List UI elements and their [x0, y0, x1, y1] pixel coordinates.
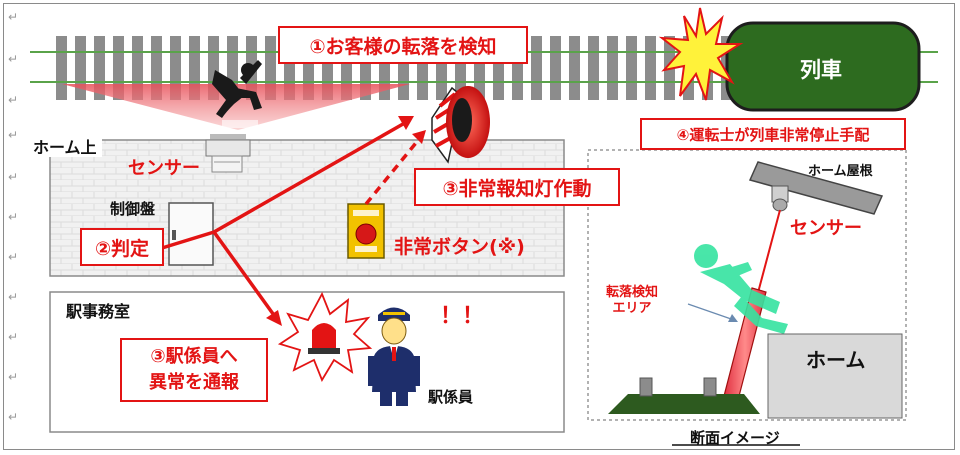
track-sleeper — [151, 36, 162, 100]
control-panel-label: 制御盤 — [110, 200, 156, 218]
callout-step3-staff-line2: 異常を通報 — [149, 372, 239, 393]
track-sleeper — [398, 36, 409, 100]
paragraph-marks: ↵↵↵ ↵↵↵ ↵↵↵ ↵↵ — [8, 10, 19, 424]
falling-person-icon — [212, 60, 262, 118]
arrow-to-office — [212, 230, 278, 320]
track-sleeper — [303, 36, 314, 100]
roof-sensor-icon — [771, 185, 789, 212]
ballast — [608, 394, 760, 414]
track-sleeper — [322, 36, 333, 100]
track-sleeper — [455, 36, 466, 100]
dashed-arrow-button-to-lamp — [364, 136, 422, 206]
track-sleeper — [474, 36, 485, 100]
callout-step3-staff: ③駅係員へ 異常を通報 — [120, 338, 268, 402]
track-sleeper — [189, 36, 200, 100]
detection-area-label: 転落検知 エリア — [606, 285, 658, 317]
platform-section-label: ホーム — [806, 348, 866, 372]
train-label: 列車 — [800, 58, 842, 82]
track-sleeper — [436, 36, 447, 100]
track-sleeper — [607, 36, 618, 100]
section-caption: 断面イメージ — [690, 429, 780, 447]
detection-cone — [62, 84, 410, 130]
track-sleeper — [132, 36, 143, 100]
diagram-frame — [3, 3, 955, 450]
track-sleeper — [588, 36, 599, 100]
rail-section-right — [703, 377, 717, 397]
track-sleeper — [550, 36, 561, 100]
detection-area-label-line1: 転落検知 — [606, 285, 659, 300]
track-sleeper — [341, 36, 352, 100]
section-sensor-label: センサー — [790, 218, 862, 239]
sensor-label: センサー — [128, 158, 200, 179]
track-sleeper — [626, 36, 637, 100]
callout-step4: ④運転士が列車非常停止手配 — [640, 118, 906, 150]
detection-area-label-line2: エリア — [612, 301, 652, 316]
track-sleeper — [265, 36, 276, 100]
track-sleeper — [569, 36, 580, 100]
track-sleeper — [379, 36, 390, 100]
track-sleeper — [227, 36, 238, 100]
station-office-label: 駅事務室 — [66, 302, 131, 321]
station-staff-icon — [368, 307, 420, 406]
track-sleeper — [417, 36, 428, 100]
track-sleeper — [208, 36, 219, 100]
falling-person-green-icon — [694, 244, 788, 334]
exclamation-mark: ！！ — [440, 304, 485, 329]
track-sleeper — [645, 36, 656, 100]
track-sleeper — [170, 36, 181, 100]
detection-area-pointer — [687, 303, 735, 321]
platform-top-label: ホーム上 — [33, 138, 97, 157]
station-staff-label: 駅係員 — [428, 388, 474, 406]
track-sleeper — [75, 36, 86, 100]
rail-section-left — [639, 377, 653, 397]
track-sleeper — [94, 36, 105, 100]
train-body — [725, 21, 921, 112]
roof-label: ホーム屋根 — [808, 164, 873, 179]
track-sleeper — [493, 36, 504, 100]
cross-section-frame — [587, 149, 907, 421]
track-sleeper — [284, 36, 295, 100]
callout-step3-staff-line1: ③駅係員へ — [150, 346, 238, 367]
platform-roof — [748, 161, 884, 215]
callout-step3-light: ③非常報知灯作動 — [414, 168, 620, 206]
impact-burst-icon — [658, 7, 744, 101]
rotating-alarm-lamp-icon — [308, 323, 340, 354]
emergency-button-icon — [347, 203, 385, 259]
callout-step1: ①お客様の転落を検知 — [278, 26, 528, 64]
emergency-button-label: 非常ボタン(※) — [394, 236, 525, 258]
emergency-warning-lamp-icon — [431, 86, 490, 164]
sensor-device-icon — [205, 134, 251, 173]
callout-step2: ②判定 — [80, 228, 164, 266]
track-sleeper — [56, 36, 67, 100]
track-sleeper — [113, 36, 124, 100]
track-sleeper — [512, 36, 523, 100]
platform-block — [767, 333, 903, 419]
track-sleeper — [360, 36, 371, 100]
track-sleeper — [531, 36, 542, 100]
